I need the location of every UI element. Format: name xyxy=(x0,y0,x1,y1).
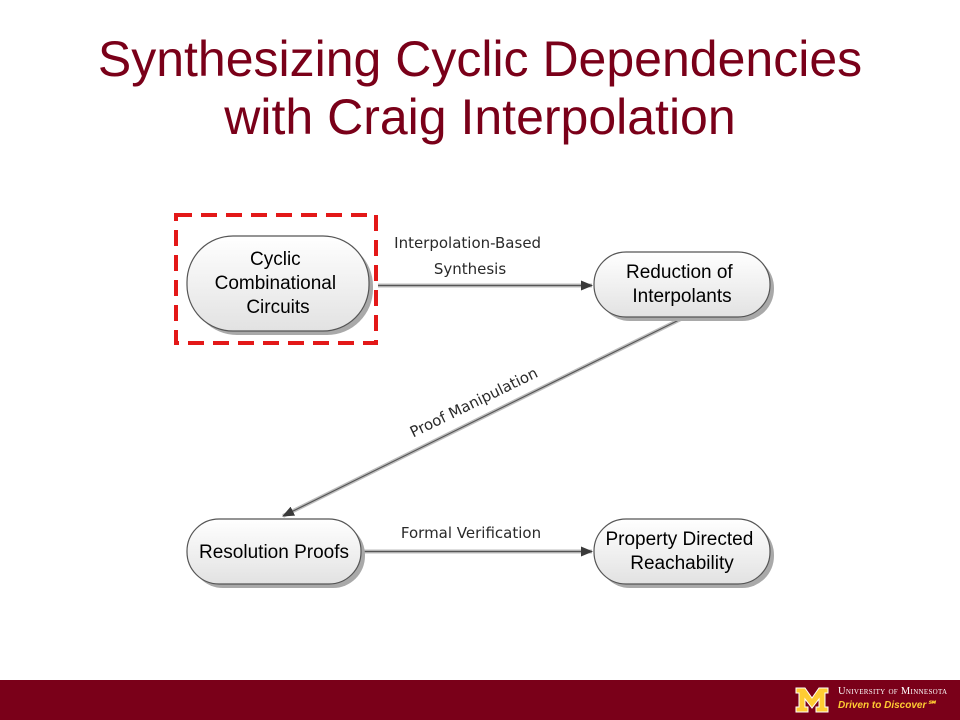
svg-text:Reduction of Interpolant: Reduction of Interpolants xyxy=(626,262,738,307)
edge-verification-label: Formal Verification xyxy=(401,524,541,542)
node-resolution-proofs: Resolution Proofs xyxy=(186,518,365,588)
node-pdr-line-1: Property Directed xyxy=(605,529,753,550)
svg-text:Property Directed Reacha: Property Directed Reachability xyxy=(605,529,758,574)
university-name: University of Minnesota xyxy=(838,686,948,697)
edge-proof-label: Proof Manipulation xyxy=(407,364,541,442)
edge-synthesis-label: Interpolation-Based Synthesis xyxy=(394,234,546,278)
university-tagline: Driven to Discover℠ xyxy=(838,700,937,711)
slide-title-line-2: with Craig Interpolation xyxy=(224,89,736,145)
node-property-directed-reachability: Property Directed Reachability xyxy=(593,518,774,588)
slide-title: Synthesizing Cyclic Dependencies with Cr… xyxy=(0,30,960,146)
node-reduction-line-1: Reduction of xyxy=(626,262,733,283)
highlight-box xyxy=(174,213,378,345)
footer-bar: University of Minnesota Driven to Discov… xyxy=(0,680,960,720)
slide-title-line-1: Synthesizing Cyclic Dependencies xyxy=(97,31,863,87)
node-cyclic-line-2: Combinational xyxy=(215,273,336,294)
svg-text:Resolution Proofs: Resolution Proofs xyxy=(199,542,349,563)
university-wordmark: University of Minnesota Driven to Discov… xyxy=(838,684,947,713)
edge-synthesis-label-line-1: Interpolation-Based xyxy=(394,234,541,252)
node-cyclic-combinational-circuits: Cyclic Combinational Circuits xyxy=(186,235,373,335)
node-reduction-of-interpolants: Reduction of Interpolants xyxy=(593,251,774,321)
node-pdr-line-2: Reachability xyxy=(630,553,734,574)
node-cyclic-line-3: Circuits xyxy=(246,297,309,318)
node-reduction-line-2: Interpolants xyxy=(632,286,731,307)
edge-proof-arrow xyxy=(282,316,684,518)
edge-synthesis-label-line-2: Synthesis xyxy=(434,260,507,278)
university-m-logo-icon xyxy=(795,687,829,713)
node-cyclic-line-1: Cyclic xyxy=(250,249,301,270)
svg-text:Cyclic Combinational: Cyclic Combinational Circuits xyxy=(215,249,342,318)
node-resolution-line-1: Resolution Proofs xyxy=(199,542,349,563)
